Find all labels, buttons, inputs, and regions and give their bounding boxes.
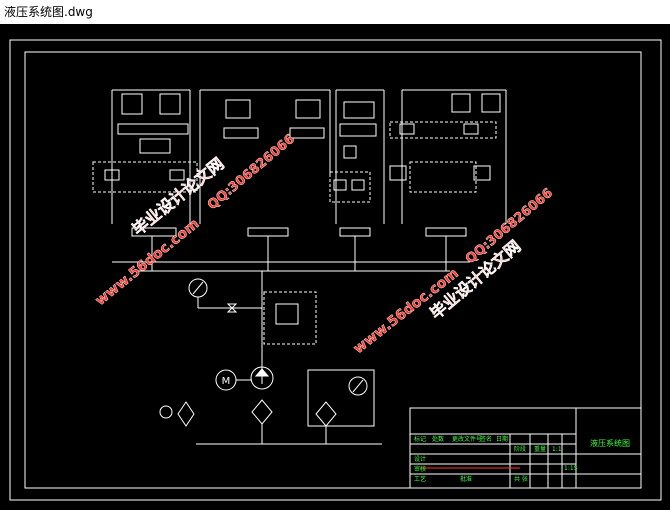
inner-frame <box>24 51 642 489</box>
tb-process: 工艺 <box>414 475 426 483</box>
outer-frame <box>9 39 662 501</box>
tb-designed: 设计 <box>414 455 426 463</box>
motor-pump-unit <box>196 366 382 445</box>
circuit-group-1 <box>92 89 198 237</box>
filter-tank-icons <box>159 369 375 444</box>
tb-doc-no: 更改文件号 <box>452 435 482 443</box>
tb-sheet: 共 张 <box>514 475 528 483</box>
cad-drawing-canvas[interactable]: M 标记 处数 更改文件号 签名 日期 设计 审核 工艺 批准 阶段 重量 共 … <box>0 24 670 506</box>
tb-sign: 签名 <box>480 435 492 443</box>
title-block <box>409 407 642 489</box>
tb-scale: 1:1 <box>552 446 562 453</box>
tb-date: 日期 <box>496 435 508 443</box>
pressure-gauge-icon <box>188 278 262 313</box>
tb-approved: 批准 <box>460 475 472 483</box>
tb-count: 处数 <box>432 435 444 443</box>
tb-mark: 标记 <box>414 435 426 443</box>
tb-weight: 重量 <box>534 445 546 453</box>
circuit-group-3 <box>329 89 385 237</box>
pressure-bus <box>112 236 470 384</box>
window-title: 液压系统图.dwg <box>4 5 93 19</box>
relief-valve-block <box>263 291 317 345</box>
window-title-bar: 液压系统图.dwg <box>0 0 670 24</box>
motor-label: M <box>222 376 231 387</box>
tb-checked: 审核 <box>414 465 426 473</box>
title-block-labels: 标记 处数 更改文件号 签名 日期 设计 审核 工艺 批准 阶段 重量 共 张 … <box>414 435 578 483</box>
hydraulic-diagram: M 标记 处数 更改文件号 签名 日期 设计 审核 工艺 批准 阶段 重量 共 … <box>9 39 662 501</box>
tb-ratio: 1:15 <box>564 465 578 472</box>
tb-stage: 阶段 <box>514 445 526 453</box>
circuit-group-2 <box>199 89 331 237</box>
circuit-group-4 <box>389 89 507 237</box>
drawing-name: 液压系统图 <box>590 438 630 448</box>
